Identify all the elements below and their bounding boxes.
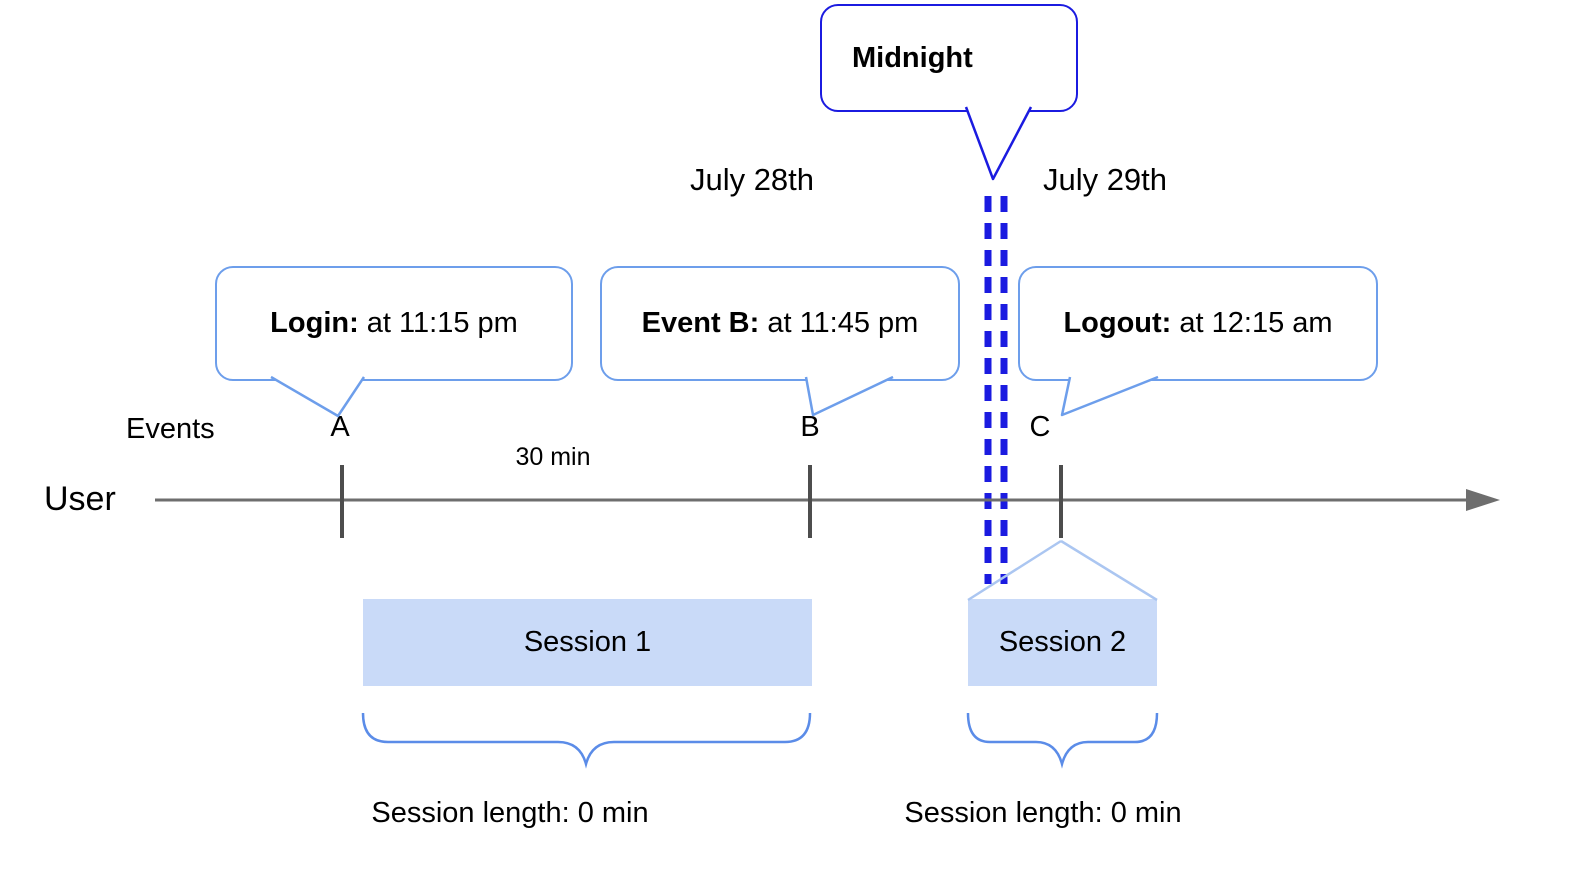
logout-callout-detail: at 12:15 am bbox=[1171, 307, 1333, 339]
event-mark-label-a: A bbox=[330, 411, 350, 443]
event-mark-label-c: C bbox=[1029, 411, 1051, 443]
event-b-callout-tail bbox=[804, 375, 894, 417]
session-2-wedge-right bbox=[1060, 539, 1158, 602]
date-label-july-28: July 28th bbox=[689, 162, 815, 197]
events-row-label: Events bbox=[126, 413, 215, 445]
date-label-july-29: July 29th bbox=[1042, 162, 1168, 197]
event-mark-label-b: B bbox=[800, 411, 820, 443]
session-2-label: Session 2 bbox=[998, 626, 1127, 658]
event-b-callout: Event B: at 11:45 pm bbox=[600, 266, 960, 381]
logout-callout-tail bbox=[1060, 375, 1159, 417]
midnight-callout-tail bbox=[964, 106, 1033, 181]
logout-callout-title: Logout: bbox=[1063, 307, 1172, 339]
timeline-arrowhead bbox=[1466, 489, 1500, 511]
event-b-callout-title: Event B: bbox=[641, 307, 760, 339]
midnight-callout: Midnight bbox=[820, 4, 1078, 112]
session-2-wedge-left bbox=[967, 539, 1062, 602]
session-1-brace bbox=[361, 712, 812, 769]
session-1-length-label: Session length: 0 min bbox=[371, 797, 649, 829]
login-callout-detail: at 11:15 pm bbox=[358, 307, 518, 339]
session-2-box: Session 2 bbox=[968, 599, 1157, 686]
event-b-callout-detail: at 11:45 pm bbox=[759, 307, 919, 339]
login-callout-tail bbox=[270, 375, 366, 418]
midnight-callout-label: Midnight bbox=[852, 41, 973, 74]
interval-label-30-min: 30 min bbox=[515, 443, 591, 471]
session-1-label: Session 1 bbox=[523, 626, 652, 658]
login-callout-title: Login: bbox=[270, 307, 359, 339]
login-callout: Login: at 11:15 pm bbox=[215, 266, 573, 381]
session-1-box: Session 1 bbox=[363, 599, 812, 686]
logout-callout: Logout: at 12:15 am bbox=[1018, 266, 1378, 381]
session-2-brace bbox=[966, 712, 1159, 769]
user-row-label: User bbox=[44, 480, 116, 518]
session-2-length-label: Session length: 0 min bbox=[904, 797, 1182, 829]
